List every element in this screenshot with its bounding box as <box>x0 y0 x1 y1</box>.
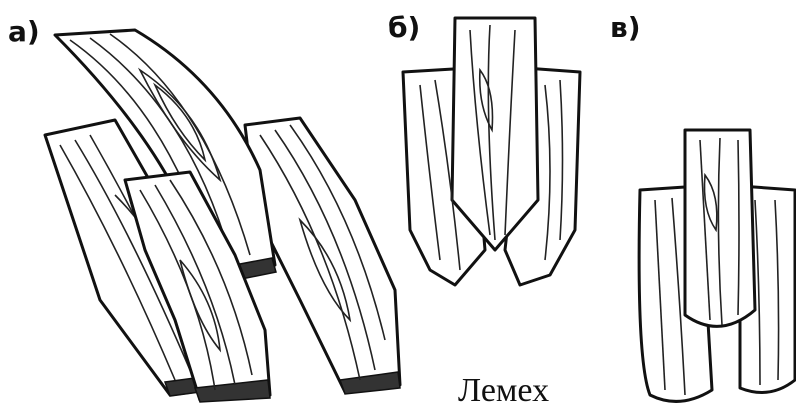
shingle-b-center <box>452 18 538 250</box>
panel-a-illustration <box>45 30 400 402</box>
panel-b-illustration <box>403 18 580 285</box>
panel-label-a: а) <box>8 18 40 46</box>
caption: Лемех <box>458 374 549 408</box>
panel-v-illustration <box>639 130 795 401</box>
panel-label-v: в) <box>610 14 641 42</box>
panel-label-b: б) <box>388 14 420 42</box>
